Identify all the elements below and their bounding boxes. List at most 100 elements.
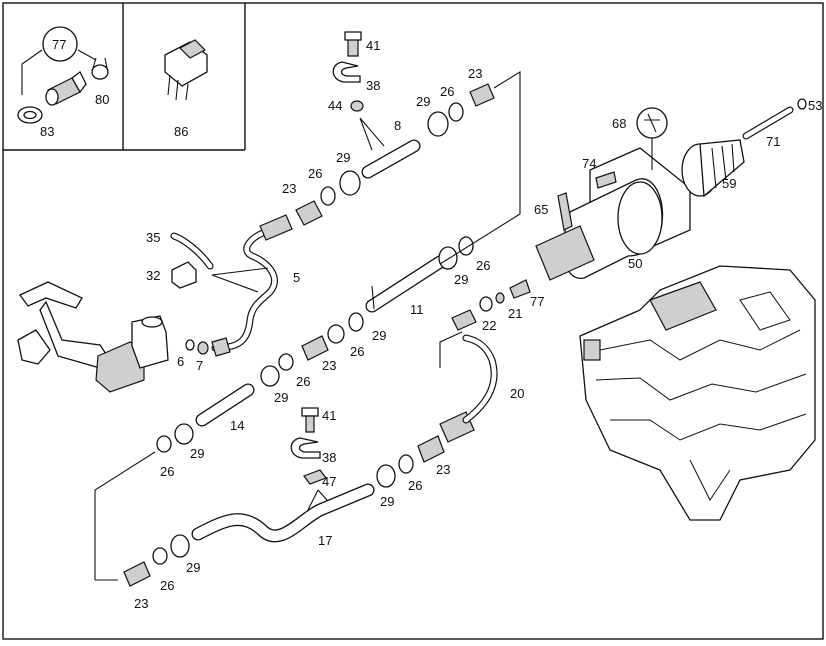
label-26-f: 26 <box>160 464 174 479</box>
washer-22 <box>479 296 493 312</box>
label-41-mid: 41 <box>322 408 336 423</box>
nut-29-h <box>376 464 396 488</box>
valve-77-installed <box>509 279 531 299</box>
bracket-47 <box>303 469 327 485</box>
lower-left-bracket <box>94 451 156 580</box>
bolt-41-top-head <box>344 31 362 41</box>
label-29-g: 29 <box>186 560 200 575</box>
label-26-d: 26 <box>350 344 364 359</box>
label-26-c: 26 <box>476 258 490 273</box>
label-26-a: 26 <box>440 84 454 99</box>
nut-29-d <box>260 365 280 387</box>
nut-29-f <box>174 423 194 445</box>
hose-8-leaders <box>359 117 385 151</box>
transmission-detail-a <box>739 291 791 331</box>
master-cylinder-reservoir <box>131 315 169 369</box>
transmission-outline <box>579 265 816 521</box>
reservoir-cap <box>141 316 163 328</box>
transmission-housing <box>579 265 816 521</box>
middle-fitting-chain <box>260 213 521 387</box>
seal-ring-83-hole <box>23 110 37 120</box>
seal-21 <box>495 292 505 304</box>
label-22: 22 <box>482 318 496 333</box>
label-6: 6 <box>177 354 184 369</box>
ring-26-e <box>458 236 474 256</box>
label-17: 17 <box>318 533 332 548</box>
label-7: 7 <box>196 358 203 373</box>
slave-cylinder-50 <box>535 107 691 281</box>
clamp-38-mid <box>290 437 321 459</box>
clutch-pedal-assembly <box>17 281 209 393</box>
label-29-e: 29 <box>274 390 288 405</box>
hose-35-inner <box>171 233 213 269</box>
label-5: 5 <box>293 270 300 285</box>
bleed-valve-65 <box>557 192 573 231</box>
ring-26-c <box>348 312 364 332</box>
label-71: 71 <box>766 134 780 149</box>
hose-5 <box>211 214 293 357</box>
label-23-e: 23 <box>436 462 450 477</box>
ring-26-g <box>152 547 168 565</box>
part-86-inset <box>164 39 208 101</box>
part-86-pins <box>167 74 189 101</box>
hose-5-top-fitting <box>259 214 293 241</box>
label-68: 68 <box>612 116 626 131</box>
label-32: 32 <box>146 268 160 283</box>
lower-left-chain <box>94 383 255 580</box>
transmission-rib-1 <box>599 329 801 361</box>
pushrod-71-inner <box>743 107 793 139</box>
nut-29-g <box>170 534 190 558</box>
nut-44 <box>350 100 364 112</box>
wrench-symbol <box>644 113 660 133</box>
label-26-b: 26 <box>308 166 322 181</box>
part-77-callout-circle <box>42 26 78 62</box>
hose-5-leaders <box>211 267 269 293</box>
hose-5-inner <box>212 229 277 351</box>
part-number-labels: 77 80 83 86 41 38 44 8 23 26 29 29 26 23… <box>40 37 822 611</box>
part-86-top <box>179 39 206 59</box>
clip-80 <box>91 64 109 80</box>
hose-14-inner <box>196 384 254 426</box>
hose-5-end-fitting <box>211 337 231 357</box>
label-38-mid: 38 <box>322 450 336 465</box>
label-26-g: 26 <box>160 578 174 593</box>
label-29-c: 29 <box>454 272 468 287</box>
fitting-23-c <box>301 335 329 361</box>
clamp-group-middle <box>290 407 337 531</box>
transmission-rib-2 <box>595 373 807 401</box>
transmission-rib-3 <box>610 413 807 441</box>
bracket-32 <box>171 261 197 289</box>
nut-29-c <box>327 324 345 344</box>
ring-26-h <box>398 454 414 474</box>
hose-20-inner <box>463 335 497 423</box>
label-44: 44 <box>328 98 342 113</box>
slave-cylinder-port-block <box>535 225 595 281</box>
label-53: 53 <box>808 98 822 113</box>
label-23-c: 23 <box>322 358 336 373</box>
label-29-d: 29 <box>372 328 386 343</box>
label-35: 35 <box>146 230 160 245</box>
nut-29-b <box>427 111 449 137</box>
label-8: 8 <box>394 118 401 133</box>
ring-53 <box>797 98 807 110</box>
label-83: 83 <box>40 124 54 139</box>
label-11: 11 <box>410 302 424 317</box>
ring-26-d <box>278 353 294 371</box>
label-23-d: 23 <box>134 596 148 611</box>
bolt-41-mid <box>305 415 315 433</box>
washer-6 <box>185 339 195 351</box>
boot-and-pushrod <box>681 98 807 198</box>
bolt-41-mid-head <box>301 407 319 417</box>
clamp-group-top <box>332 31 385 151</box>
label-23-a: 23 <box>468 66 482 81</box>
label-41-top: 41 <box>366 38 380 53</box>
lower-bottom-chain <box>95 534 190 587</box>
label-14: 14 <box>230 418 244 433</box>
nut-29-a <box>339 170 361 196</box>
clamp-38-top <box>332 61 361 83</box>
fitting-23-b <box>469 83 495 107</box>
label-29-b: 29 <box>336 150 350 165</box>
label-50: 50 <box>628 256 642 271</box>
